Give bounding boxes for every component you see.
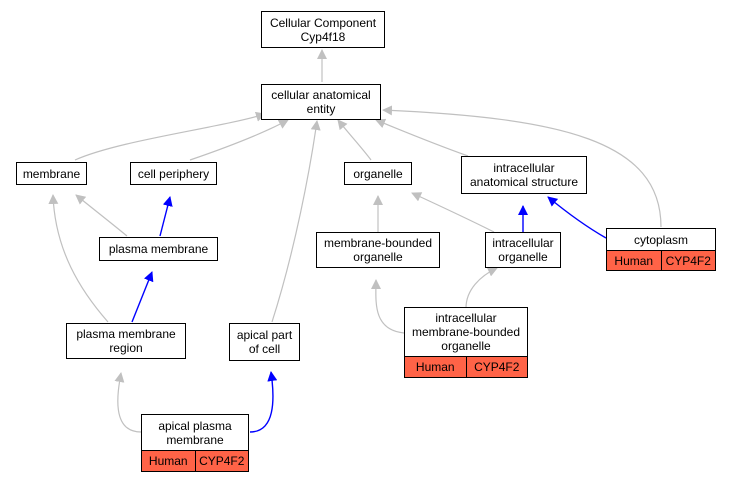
- node-label-line: intracellular: [435, 311, 497, 325]
- annotation-row-imbo: Human CYP4F2: [404, 357, 528, 378]
- annotation-row-cytoplasm: Human CYP4F2: [606, 251, 716, 271]
- edge-imbo-to-intra-org: [465, 267, 498, 309]
- node-label-line: entity: [306, 102, 336, 116]
- node-label-line: organelle: [353, 250, 403, 264]
- node-label-line: membrane-bounded: [323, 236, 433, 250]
- species-tag[interactable]: Human: [405, 357, 466, 377]
- node-label-line: organelle: [498, 250, 548, 264]
- node-cell-periphery[interactable]: cell periphery: [130, 162, 217, 185]
- species-tag[interactable]: Human: [142, 451, 195, 471]
- edge-pm-to-membrane: [75, 194, 128, 237]
- node-label-line: cellular anatomical: [271, 88, 371, 102]
- gene-tag[interactable]: CYP4F2: [465, 357, 527, 377]
- node-label-line: membrane: [22, 166, 81, 181]
- node-label-line: plasma membrane: [108, 242, 209, 256]
- edge-cytoplasm-to-ias: [547, 196, 607, 239]
- edge-membrane-to-cae: [74, 111, 266, 161]
- node-label-line: intracellular: [493, 161, 555, 175]
- node-cytoplasm[interactable]: cytoplasm: [606, 228, 716, 251]
- edge-imbo-to-mbo: [370, 279, 405, 334]
- node-label-line: intracellular: [492, 236, 554, 250]
- node-organelle[interactable]: organelle: [344, 162, 412, 185]
- node-label-line: region: [109, 341, 143, 355]
- node-label-line: of cell: [248, 342, 281, 356]
- node-label-line: apical part: [236, 328, 293, 342]
- annotation-row-apm: Human CYP4F2: [141, 451, 249, 472]
- node-membrane[interactable]: membrane: [16, 162, 87, 185]
- edge-apm-to-pmr: [114, 372, 142, 433]
- edge-ias-to-cae: [375, 118, 469, 157]
- edge-apical-part-to-cae: [271, 120, 321, 323]
- node-label-line: anatomical structure: [469, 175, 579, 189]
- edge-apm-to-apical-part: [249, 371, 278, 433]
- node-label-line: Cyp4f18: [300, 29, 346, 44]
- edge-intra-org-to-organelle: [411, 192, 495, 233]
- edge-pmr-to-pm: [131, 271, 154, 323]
- node-plasma-membrane[interactable]: plasma membrane: [99, 237, 218, 261]
- species-tag[interactable]: Human: [607, 251, 661, 270]
- node-label-line: Cellular Component: [269, 15, 377, 30]
- node-label-line: plasma membrane: [76, 327, 176, 341]
- node-label-line: cell periphery: [137, 166, 210, 181]
- node-label-line: apical plasma: [158, 418, 232, 433]
- edge-pm-to-cell-periphery: [159, 196, 173, 237]
- gene-tag[interactable]: CYP4F2: [660, 251, 715, 270]
- node-label-line: membrane-bounded: [411, 325, 521, 339]
- edge-cell-periphery-to-cae: [189, 119, 289, 161]
- node-label-line: organelle: [353, 166, 403, 181]
- node-label-line: membrane: [166, 432, 224, 447]
- node-label-line: cytoplasm: [633, 232, 689, 247]
- gene-tag[interactable]: CYP4F2: [194, 451, 248, 471]
- node-label-line: organelle: [441, 339, 491, 353]
- edge-pmr-to-membrane: [48, 194, 109, 323]
- edge-cytoplasm-to-cae: [382, 105, 662, 228]
- edge-organelle-to-cae: [337, 119, 372, 161]
